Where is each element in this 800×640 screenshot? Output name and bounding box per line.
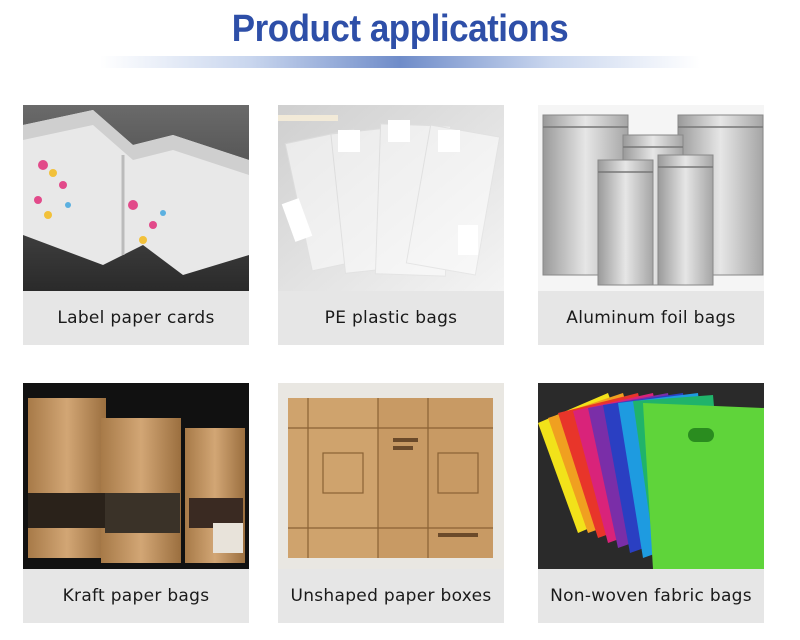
page-title: Product applications: [231, 8, 569, 50]
product-card-unshaped-paper-boxes: Unshaped paper boxes: [278, 383, 504, 623]
product-card-kraft-paper-bags: Kraft paper bags: [23, 383, 249, 623]
product-card-label-paper-cards: Label paper cards: [23, 105, 249, 345]
product-card-pe-plastic-bags: PE plastic bags: [278, 105, 504, 345]
header: Product applications: [0, 0, 800, 70]
product-card-aluminum-foil-bags: Aluminum foil bags: [538, 105, 764, 345]
non-woven-fabric-bags-photo: [538, 383, 764, 569]
unshaped-paper-boxes-photo: [278, 383, 504, 569]
product-label: Unshaped paper boxes: [278, 569, 504, 623]
product-card-non-woven-fabric-bags: Non-woven fabric bags: [538, 383, 764, 623]
product-label: Kraft paper bags: [23, 569, 249, 623]
product-label: Non-woven fabric bags: [538, 569, 764, 623]
product-label: Label paper cards: [23, 291, 249, 345]
product-label: PE plastic bags: [278, 291, 504, 345]
kraft-paper-bags-photo: [23, 383, 249, 569]
aluminum-foil-bags-photo: [538, 105, 764, 291]
title-underline: [100, 56, 700, 68]
product-label: Aluminum foil bags: [538, 291, 764, 345]
label-paper-cards-photo: [23, 105, 249, 291]
pe-plastic-bags-photo: [278, 105, 504, 291]
